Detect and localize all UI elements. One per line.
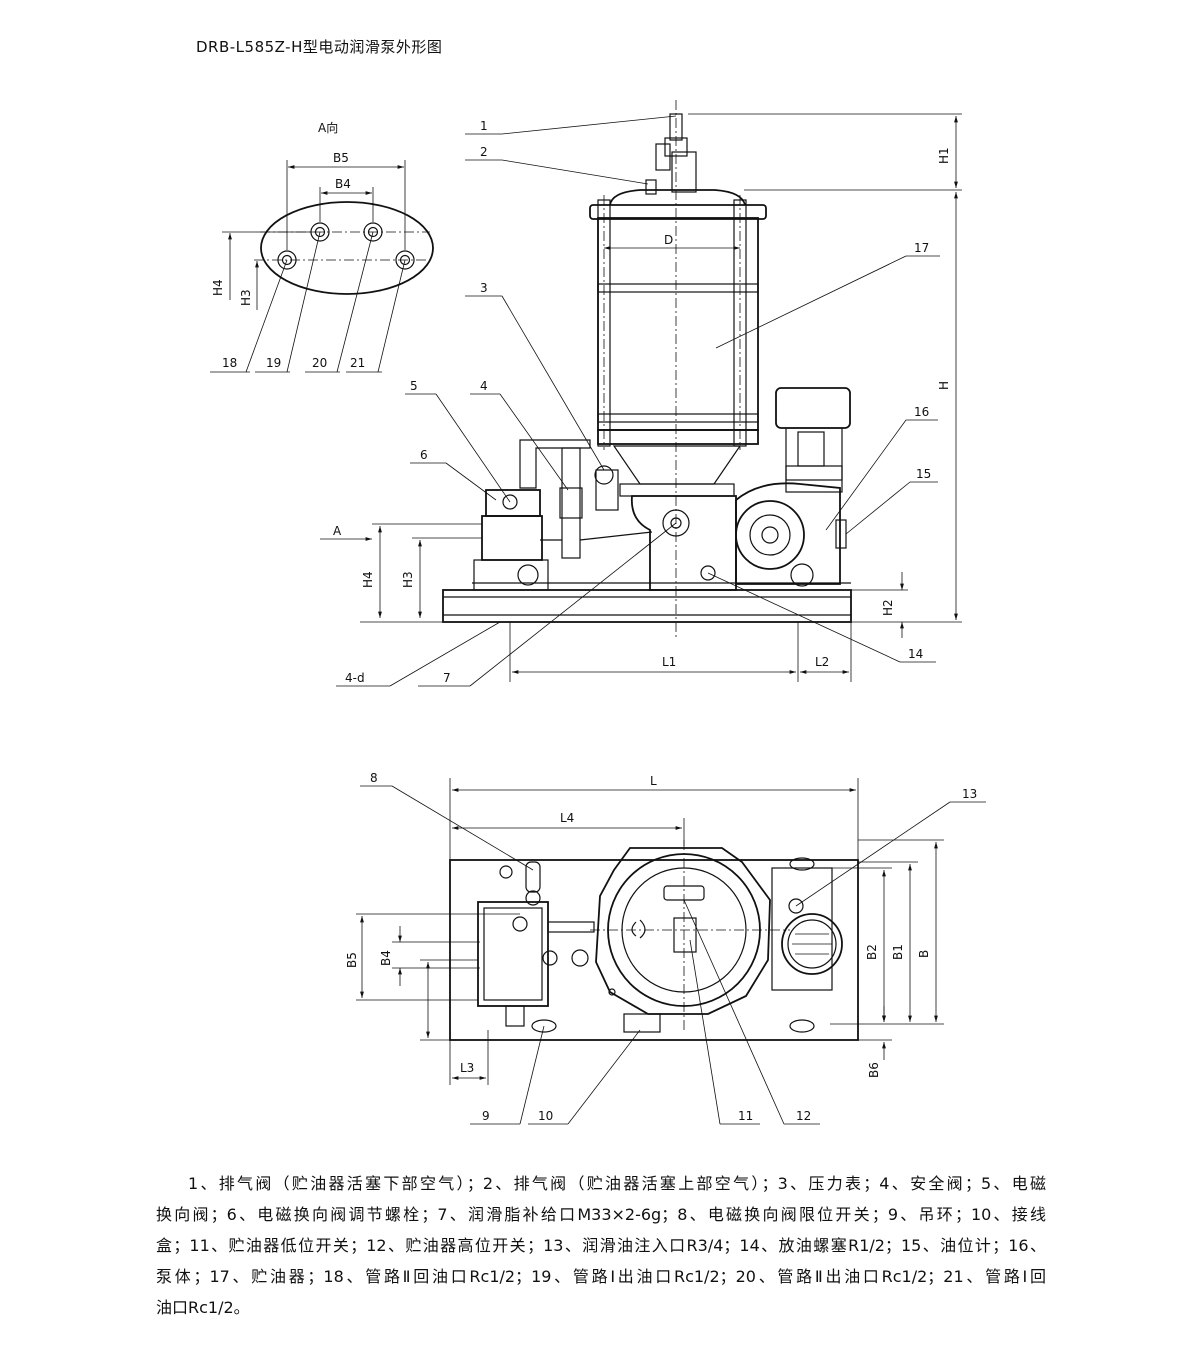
- dim-l: L: [650, 774, 657, 788]
- dim-b1: B1: [891, 944, 905, 960]
- parts-legend: 1、排气阀（贮油器活塞下部空气）；2、排气阀（贮油器活塞上部空气）；3、压力表；…: [156, 1168, 1046, 1323]
- dim-l4: L4: [560, 811, 574, 825]
- callout-19: 19: [266, 356, 281, 370]
- callout-14: 14: [908, 647, 923, 661]
- dim-b2: B2: [865, 944, 879, 960]
- dim-l2: L2: [815, 655, 829, 669]
- dim-b6: B6: [867, 1062, 881, 1078]
- legend-line: 油口Rc1/2。: [156, 1298, 250, 1317]
- plan-view: L L4 L3 B5 B4 B2 B1 B: [345, 771, 986, 1125]
- dim-l3: L3: [460, 1061, 474, 1075]
- dim-b4-top: B4: [335, 177, 351, 191]
- callout-2: 2: [480, 145, 488, 159]
- callout-16: 16: [914, 405, 929, 419]
- a-view-label: A向: [318, 120, 338, 135]
- callout-21: 21: [350, 356, 365, 370]
- dim-l1: L1: [662, 655, 676, 669]
- callout-3: 3: [480, 281, 488, 295]
- dim-b4: B4: [379, 950, 393, 966]
- dim-d: D: [664, 233, 673, 247]
- callout-10: 10: [538, 1109, 553, 1123]
- dim-h4-top: H4: [211, 279, 225, 296]
- callout-7: 7: [443, 671, 451, 685]
- a-view: A向 B5 B4 H4 H3 18 19 20 21: [210, 120, 434, 373]
- dim-b: B: [917, 950, 931, 958]
- callout-hole-4-d: 4-d: [345, 671, 365, 685]
- callout-15: 15: [916, 467, 931, 481]
- dim-h1: H1: [937, 147, 951, 164]
- callout-13: 13: [962, 787, 977, 801]
- callout-1: 1: [480, 119, 488, 133]
- front-elevation: D: [320, 100, 962, 687]
- legend-line: 泵体；17、贮油器；18、管路Ⅱ回油口Rc1/2；19、管路Ⅰ出油口Rc1/2；…: [156, 1267, 1046, 1286]
- callout-11: 11: [738, 1109, 753, 1123]
- callout-4: 4: [480, 379, 488, 393]
- legend-line: 盒；11、贮油器低位开关；12、贮油器高位开关；13、润滑油注入口R3/4；14…: [156, 1236, 1046, 1255]
- dim-h: H: [937, 381, 951, 390]
- dim-h2: H2: [881, 599, 895, 616]
- callout-6: 6: [420, 448, 428, 462]
- callout-12: 12: [796, 1109, 811, 1123]
- callout-9: 9: [482, 1109, 490, 1123]
- legend-line: 换向阀；6、电磁换向阀调节螺栓；7、润滑脂补给口M33×2-6g；8、电磁换向阀…: [156, 1205, 1046, 1224]
- dim-h3: H3: [401, 571, 415, 588]
- callout-18: 18: [222, 356, 237, 370]
- drawing-title: DRB-L585Z-H型电动润滑泵外形图: [196, 38, 443, 56]
- dim-h4: H4: [361, 571, 375, 588]
- callout-5: 5: [410, 379, 418, 393]
- dim-b5: B5: [345, 952, 359, 968]
- dim-b5-top: B5: [333, 151, 349, 165]
- dim-h3-top: H3: [239, 289, 253, 306]
- callout-20: 20: [312, 356, 327, 370]
- callout-17: 17: [914, 241, 929, 255]
- callout-8: 8: [370, 771, 378, 785]
- dim-a: A: [333, 524, 342, 538]
- legend-line: 1、排气阀（贮油器活塞下部空气）；2、排气阀（贮油器活塞上部空气）；3、压力表；…: [188, 1174, 1046, 1193]
